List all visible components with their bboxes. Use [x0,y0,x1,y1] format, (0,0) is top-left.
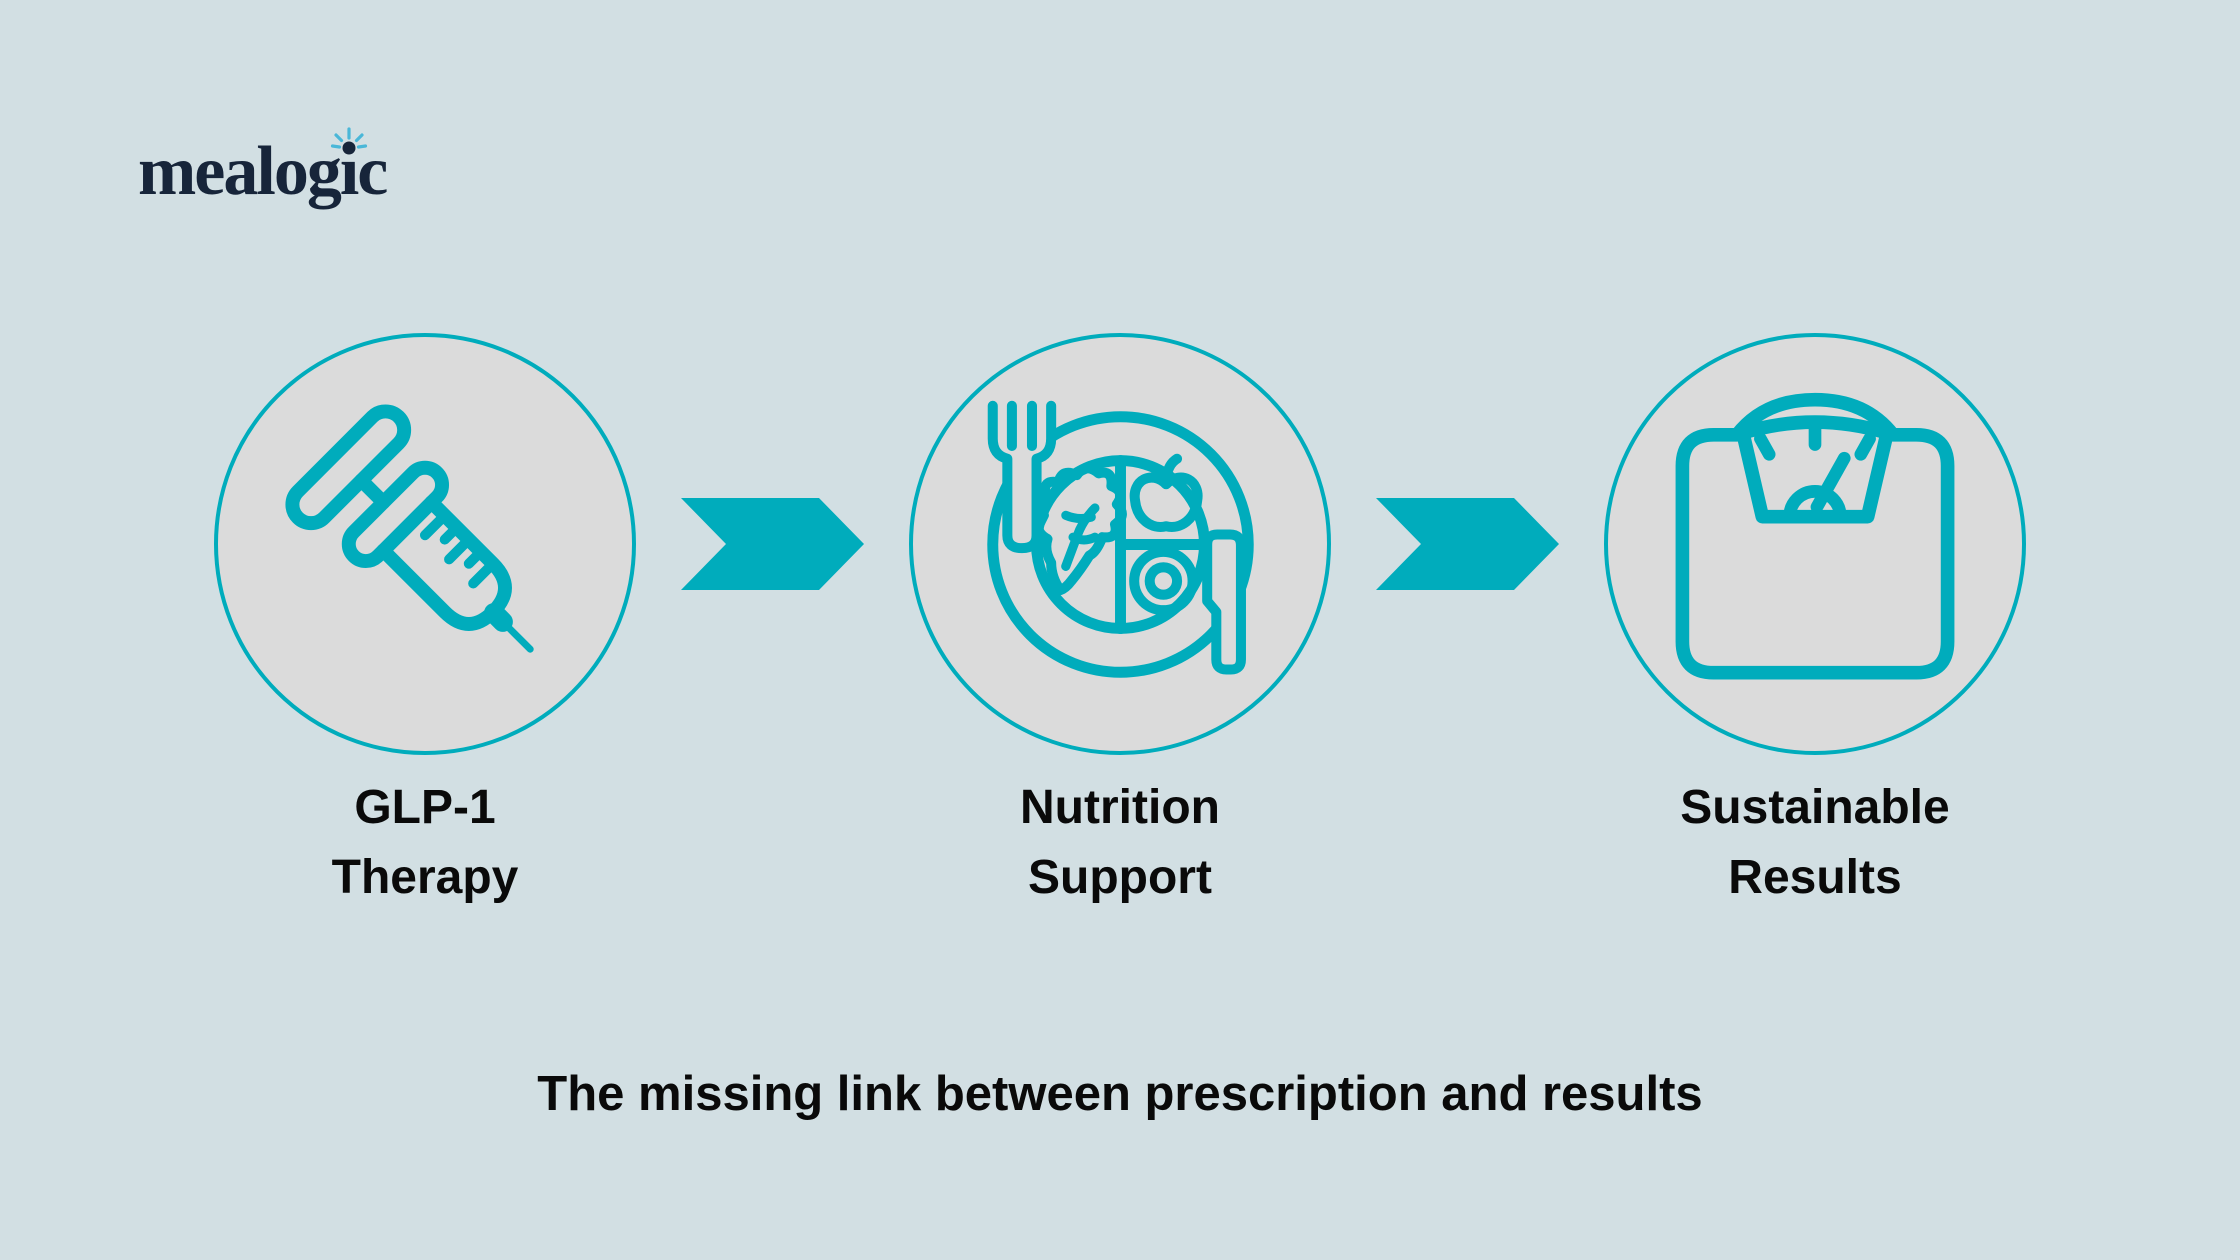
step-label-nutrition: Nutrition Support [1020,773,1220,913]
step-label-results: Sustainable Results [1680,773,1949,913]
step-glp1-therapy: GLP-1 Therapy [214,333,636,913]
step-label-line: Sustainable [1680,781,1950,834]
logo-letter-i: ı [330,127,367,212]
brand-logo: mealog ıc [138,127,388,212]
arrow-right-icon [1376,498,1559,590]
arrow-right-icon [681,498,864,590]
step-label-glp1: GLP-1 Therapy [332,773,519,913]
process-flow: GLP-1 Therapy [0,333,2240,913]
step-circle-nutrition [909,333,1331,755]
scale-icon [1675,392,1955,680]
sparkle-icon [330,127,367,155]
step-circle-results [1604,333,2026,755]
step-label-line: Results [1728,851,1902,904]
syringe-icon [285,404,534,653]
step-sustainable-results: Sustainable Results [1604,333,2026,913]
step-label-line: GLP-1 [354,781,496,834]
plate-icon [986,400,1254,678]
step-circle-glp1 [214,333,636,755]
tagline: The missing link between prescription an… [537,1067,1703,1121]
logo-text-pre: mealog [138,133,342,210]
step-nutrition-support: Nutrition Support [909,333,1331,913]
step-label-line: Support [1028,851,1212,904]
step-label-line: Nutrition [1020,781,1220,834]
step-label-line: Therapy [331,851,519,904]
